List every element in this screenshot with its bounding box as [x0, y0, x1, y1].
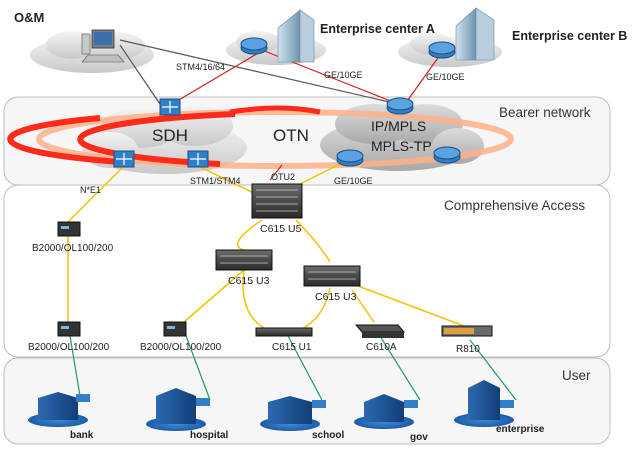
otn-ring-red-arc — [77, 111, 236, 167]
hospital-label: hospital — [190, 430, 229, 441]
building-icon — [277, 7, 495, 63]
enterprise-label: enterprise — [496, 424, 545, 435]
otn-ring-red-arc-top — [229, 105, 321, 115]
equipment-icon — [57, 183, 493, 338]
ge-b-label: GE/10GE — [426, 72, 465, 82]
b2000-bottom-middle-label: B2000/OL100/200 — [140, 342, 222, 353]
bank-label: bank — [70, 430, 94, 441]
enterprise-b-label: Enterprise center B — [512, 29, 627, 43]
stm-low-label: STM1/STM4 — [190, 176, 241, 186]
r810-label: R810 — [456, 344, 480, 355]
otn-ring-icon — [36, 109, 514, 169]
ge-a-label: GE/10GE — [324, 70, 363, 80]
link-lines — [67, 39, 517, 401]
c615u3-left-label: C615 U3 — [228, 275, 270, 287]
otn-ring-red-arc-left — [7, 115, 121, 165]
ne1-label: N*E1 — [80, 185, 101, 195]
bearer-zone-label: Bearer network — [499, 105, 591, 120]
router-icon — [240, 37, 456, 59]
ipmpls-label-2: MPLS-TP — [371, 138, 432, 154]
enterprise-a-label: Enterprise center A — [320, 22, 435, 36]
pc-icon — [81, 29, 125, 63]
stm-top-label: STM4/16/64 — [176, 62, 225, 72]
bank-building-icon — [28, 392, 90, 427]
ipmpls-label-1: IP/MPLS — [371, 118, 426, 134]
enterprise-building-icon — [454, 380, 514, 427]
b2000-top-label: B2000/OL100/200 — [32, 243, 114, 254]
school-label: school — [312, 430, 344, 441]
access-zone-label: Comprehensive Access — [444, 198, 585, 213]
c610a-label: C610A — [366, 342, 397, 353]
c615u1-label: C615 U1 — [272, 342, 312, 353]
switch-icon — [113, 97, 461, 168]
sdh-label: SDH — [152, 126, 188, 145]
om-label: O&M — [14, 10, 44, 25]
school-building-icon — [260, 396, 326, 431]
otu2-label: OTU2 — [271, 172, 295, 182]
hospital-building-icon — [146, 388, 210, 431]
gov-building-icon — [354, 394, 418, 429]
c615u3-right-label: C615 U3 — [315, 291, 357, 303]
user-zone-label: User — [562, 368, 591, 383]
ge-low-label: GE/10GE — [334, 176, 373, 186]
c615u5-label: C615 U5 — [260, 223, 302, 235]
otn-label: OTN — [273, 126, 309, 145]
b2000-bottom-left-label: B2000/OL100/200 — [28, 342, 110, 353]
gov-label: gov — [410, 432, 428, 443]
